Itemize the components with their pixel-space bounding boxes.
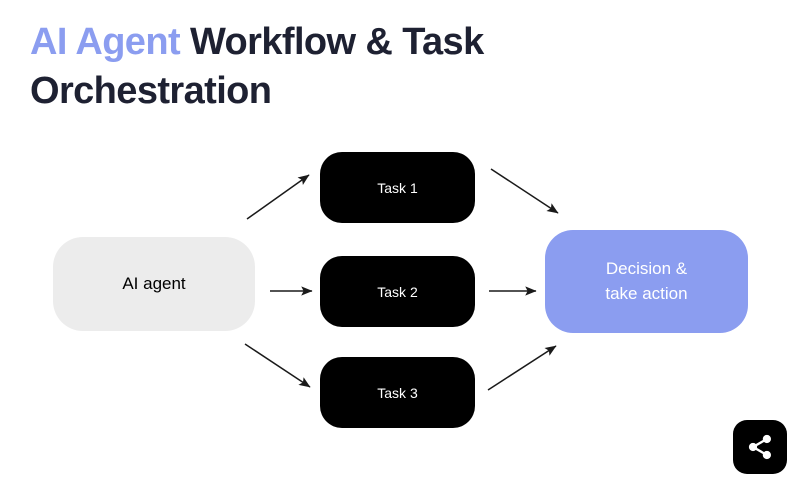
flow-node-task-3-label: Task 3 xyxy=(377,384,418,401)
flow-node-task-1[interactable]: Task 1 xyxy=(320,152,475,223)
flow-node-ai-agent-label: AI agent xyxy=(122,274,186,293)
arrow-task-3-to-decision xyxy=(487,345,557,391)
page-title-accent: AI Agent xyxy=(30,21,181,63)
page-title-rest: Workflow & Task Orchestration xyxy=(30,21,484,113)
flow-node-task-1-label: Task 1 xyxy=(377,179,418,196)
page-title: AI Agent Workflow & Task Orchestration xyxy=(30,18,590,117)
arrow-task-1-to-decision xyxy=(490,168,559,214)
arrow-agent-to-task-1 xyxy=(246,174,310,220)
flow-node-task-2[interactable]: Task 2 xyxy=(320,256,475,327)
flow-node-decision[interactable]: Decision & take action xyxy=(545,230,748,333)
arrow-agent-to-task-3 xyxy=(244,343,311,388)
flow-node-task-2-label: Task 2 xyxy=(377,283,418,300)
flow-node-task-3[interactable]: Task 3 xyxy=(320,357,475,428)
share-icon xyxy=(748,434,771,460)
flow-node-decision-label: Decision & take action xyxy=(605,258,688,303)
share-button[interactable] xyxy=(733,420,787,474)
flow-node-ai-agent[interactable]: AI agent xyxy=(53,237,255,331)
